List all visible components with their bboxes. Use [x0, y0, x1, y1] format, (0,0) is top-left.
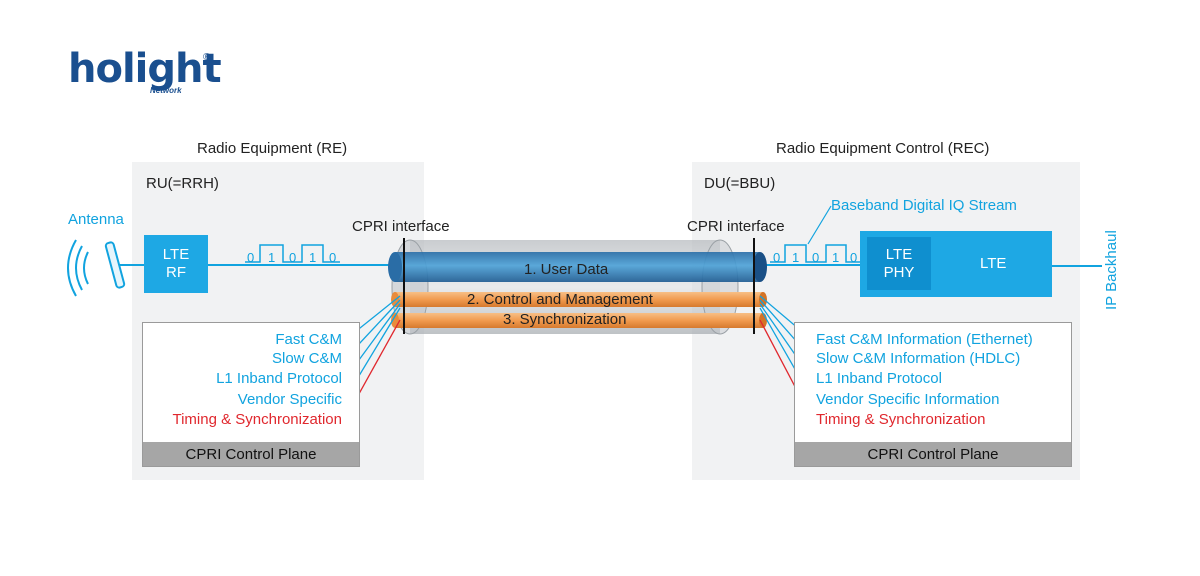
right-cpri-interface-label: CPRI interface — [687, 218, 785, 235]
left-control-plane-box: CPRI Control Plane — [142, 322, 360, 467]
left-item-fast-cm: Fast C&M — [275, 331, 342, 348]
re-title: Radio Equipment (RE) — [197, 140, 348, 157]
holight-logo: holight — [68, 46, 222, 92]
right-bit-4: 0 — [850, 250, 858, 265]
stream-pointer — [807, 205, 832, 245]
rec-title: Radio Equipment Control (REC) — [776, 140, 990, 157]
lte-phy-label-1: LTE — [885, 245, 913, 263]
ru-label: RU(=RRH) — [146, 175, 219, 192]
right-bit-2: 0 — [812, 250, 820, 265]
left-cpri-interface-label: CPRI interface — [352, 218, 450, 235]
left-bit-0: 0 — [247, 250, 255, 265]
antenna-label: Antenna — [68, 211, 124, 228]
synchronization-label: 3. Synchronization — [503, 311, 627, 328]
right-bit-3: 1 — [832, 250, 840, 265]
control-management-label: 2. Control and Management — [467, 291, 653, 308]
user-data-pipe — [388, 252, 767, 282]
right-control-plane-title: CPRI Control Plane — [795, 442, 1071, 466]
right-item-timing: Timing & Synchronization — [816, 411, 986, 428]
right-bit-0: 0 — [773, 250, 781, 265]
left-bit-1: 1 — [268, 250, 276, 265]
left-item-slow-cm: Slow C&M — [271, 350, 342, 367]
lte-rf-box: LTE RF — [144, 235, 208, 293]
right-item-fast-cm: Fast C&M Information (Ethernet) — [816, 331, 1033, 348]
right-item-l1-inband: L1 Inband Protocol — [816, 370, 942, 387]
left-control-plane-title: CPRI Control Plane — [143, 442, 359, 466]
lte-phy-box: LTE PHY — [867, 237, 931, 290]
lte-phy-label-2: PHY — [883, 263, 915, 281]
left-bit-3: 1 — [309, 250, 317, 265]
right-item-slow-cm: Slow C&M Information (HDLC) — [816, 350, 1021, 367]
antenna-icon — [67, 239, 126, 297]
baseband-stream-label: Baseband Digital IQ Stream — [831, 197, 1017, 214]
left-bit-waveform — [245, 244, 340, 263]
right-bit-waveform — [770, 244, 860, 263]
right-bit-1: 1 — [792, 250, 800, 265]
ip-backhaul-label: IP Backhaul — [1103, 230, 1120, 310]
du-label: DU(=BBU) — [704, 175, 776, 192]
left-bit-2: 0 — [289, 250, 297, 265]
lte-rf-label-1: LTE — [162, 246, 190, 263]
left-item-l1-inband: L1 Inband Protocol — [216, 370, 342, 387]
lte-rf-label-2: RF — [166, 264, 186, 281]
left-item-vendor: Vendor Specific — [237, 391, 342, 408]
left-bit-4: 0 — [329, 250, 337, 265]
logo-subtitle: Network — [150, 86, 182, 95]
right-item-vendor: Vendor Specific Information — [816, 391, 1000, 408]
lte-label: LTE — [980, 255, 1007, 272]
right-control-plane-box: CPRI Control Plane — [794, 322, 1072, 467]
user-data-label: 1. User Data — [524, 261, 609, 278]
left-item-timing: Timing & Synchronization — [172, 411, 342, 428]
logo-registered-mark: ® — [203, 52, 211, 63]
